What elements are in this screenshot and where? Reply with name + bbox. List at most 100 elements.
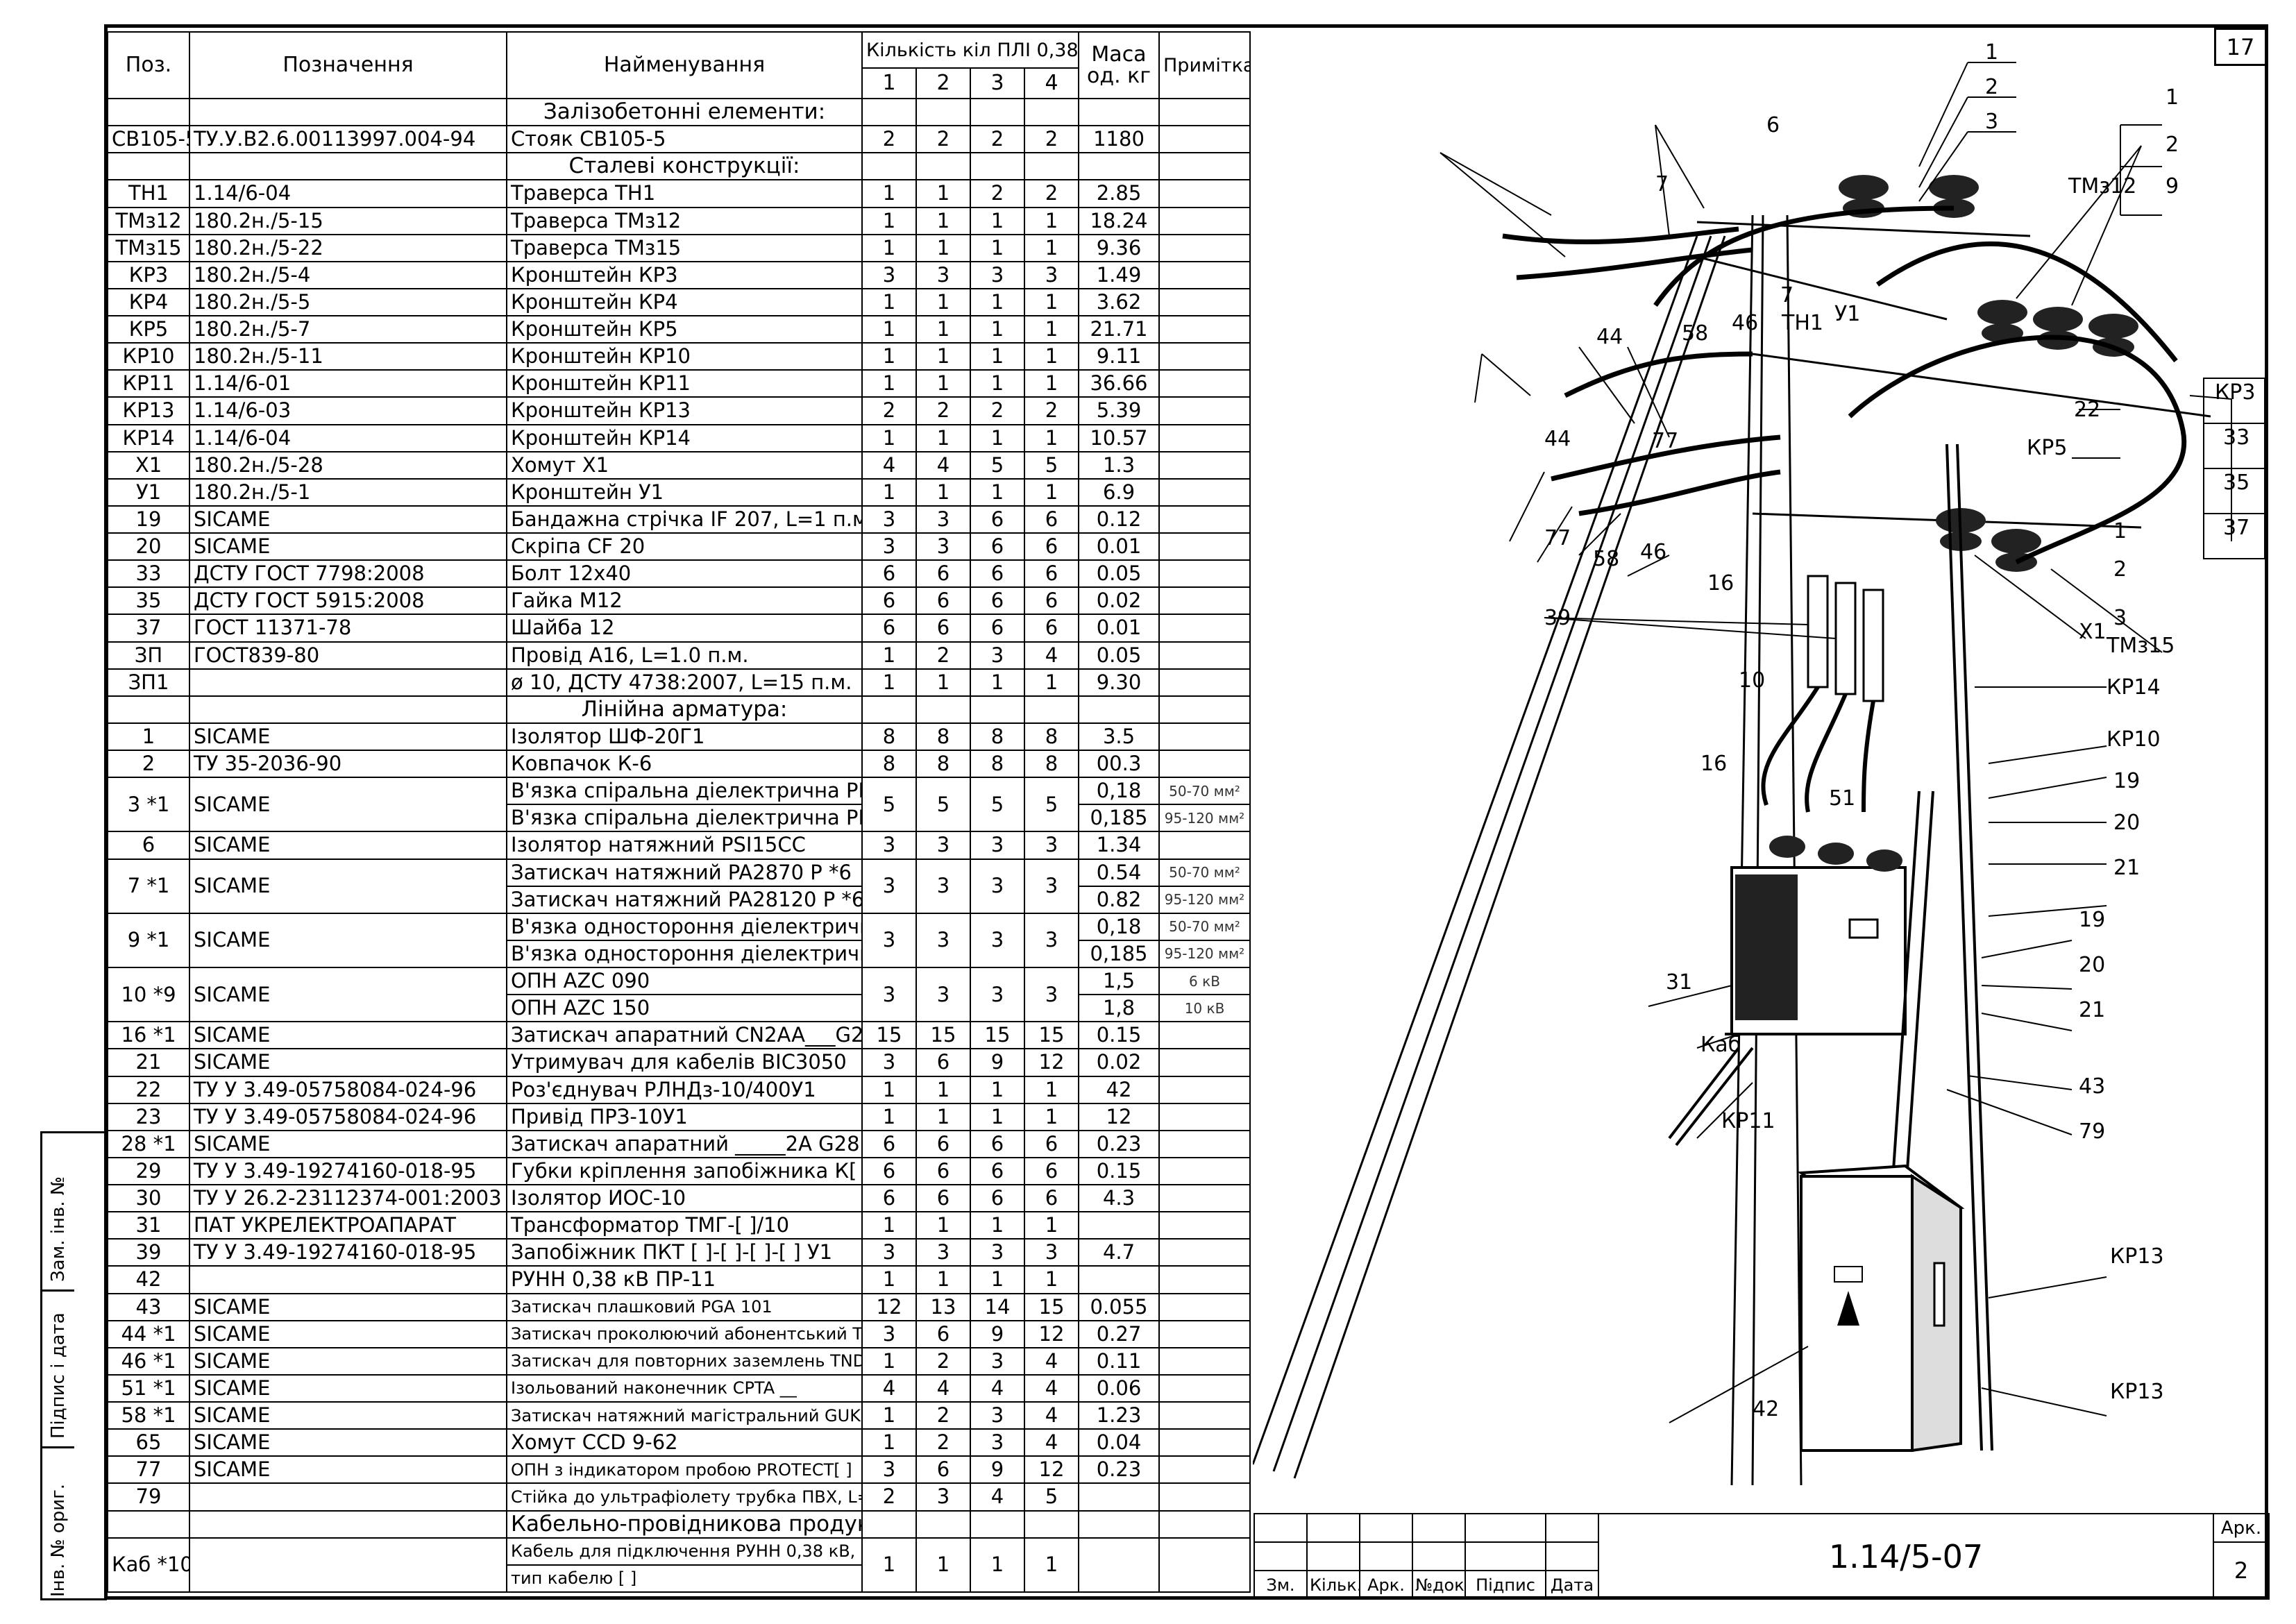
section-row: Кабельно-провідникова продукція:: [107, 1509, 1251, 1539]
item-qty: 1: [1024, 423, 1079, 452]
item-name: В'язка спіральна діелектрична PLDT3 R: [506, 804, 863, 833]
item-qty: 5: [1024, 1482, 1079, 1512]
section-empty-cell: [970, 97, 1025, 127]
item-note: [1158, 450, 1251, 480]
item-mass: 0.23: [1078, 1129, 1160, 1158]
item-qty: 2: [1024, 179, 1079, 208]
section-empty-cell: [1078, 695, 1160, 724]
section-empty-cell: [915, 1509, 971, 1539]
item-name: Скріпа CF 20: [506, 532, 863, 561]
table-row-cont: тип кабелю [ ]: [108, 1564, 1250, 1593]
item-pos: КР11: [107, 369, 190, 398]
drawing-label: 10: [1739, 668, 1765, 693]
drawing-label: 9: [2166, 174, 2179, 198]
item-qty: 1: [861, 1102, 917, 1131]
item-qty: 5: [915, 777, 971, 833]
item-qty: 3: [861, 1319, 917, 1348]
item-mass: [1078, 1211, 1160, 1240]
item-qty: 6: [970, 1129, 1025, 1158]
tb-ndok: №док.: [1412, 1570, 1466, 1600]
item-qty: 1: [1024, 314, 1079, 344]
item-name: В'язка спіральна діелектрична PLDT2 R: [506, 777, 863, 806]
item-qty: 6: [915, 586, 971, 616]
item-note: [1158, 369, 1251, 398]
item-name: Стояк СВ105-5: [506, 125, 863, 154]
item-pos: 16 *1: [107, 1021, 190, 1050]
item-qty: 1: [861, 342, 917, 371]
item-qty: 2: [970, 125, 1025, 154]
item-name: Затискач натяжний PA28120 P *6: [506, 885, 863, 914]
item-name: Траверса ТН1: [506, 179, 863, 208]
section-empty-cell: [1078, 1509, 1160, 1539]
item-qty: 3: [1024, 858, 1079, 914]
item-mass: 4.7: [1078, 1238, 1160, 1267]
section-empty-cell: [861, 97, 917, 127]
section-empty-cell: [1024, 695, 1079, 724]
col-c3: 3: [970, 67, 1025, 99]
item-qty: 6: [1024, 559, 1079, 589]
drawing-label: 37: [2223, 516, 2249, 540]
item-qty: 6: [915, 559, 971, 589]
item-name: Гайка М12: [506, 586, 863, 616]
drawing-label: 3: [1985, 110, 1998, 134]
item-mass: 0.05: [1078, 641, 1160, 670]
item-designation: ПАТ УКРЕЛЕКТРОАПАРАТ: [189, 1211, 507, 1240]
item-mass: 3.5: [1078, 722, 1160, 752]
item-pos: 30: [107, 1183, 190, 1213]
sheet-number: 17: [2214, 28, 2267, 66]
item-qty: 3: [915, 912, 971, 969]
item-qty: 3: [970, 912, 1025, 969]
item-mass: 1.34: [1078, 831, 1160, 860]
item-mass: 1.49: [1078, 260, 1160, 289]
item-qty: 6: [915, 1048, 971, 1077]
item-qty: 1: [861, 1075, 917, 1104]
item-qty: 2: [1024, 125, 1079, 154]
item-qty: 3: [861, 966, 917, 1023]
item-qty: 6: [861, 559, 917, 589]
section-empty-cell: [970, 1509, 1025, 1539]
item-qty: 3: [970, 641, 1025, 670]
item-qty: 4: [915, 450, 971, 480]
item-qty: 6: [970, 614, 1025, 643]
item-qty: 15: [915, 1021, 971, 1050]
item-pos: 51 *1: [107, 1373, 190, 1403]
item-qty: 8: [1024, 722, 1079, 752]
item-qty: 3: [861, 912, 917, 969]
fuses: [1807, 575, 1884, 702]
item-note: [1158, 505, 1251, 534]
item-qty: 5: [970, 777, 1025, 833]
col-note: Примітка: [1158, 31, 1251, 99]
item-note: 50-70 мм²: [1158, 912, 1251, 941]
item-mass: 0.06: [1078, 1373, 1160, 1403]
item-note: [1158, 1238, 1251, 1267]
item-mass: 9.30: [1078, 668, 1160, 697]
item-pos: 44 *1: [107, 1319, 190, 1348]
pole-drawing: 1 2 3 1 2 9 6 7 7 ТМз12 44 58 46 ТН1 У1 …: [1253, 40, 2265, 1486]
item-qty: 4: [970, 1373, 1025, 1403]
item-name: Затискач апаратний CN2AA___G28: [506, 1021, 863, 1050]
item-pos: 31: [107, 1211, 190, 1240]
item-designation: SICAME: [189, 1292, 507, 1321]
tb-zm: Зм.: [1253, 1570, 1308, 1600]
item-qty: 1: [970, 1265, 1025, 1294]
item-note: [1158, 586, 1251, 616]
section-empty-cell: [1158, 152, 1251, 181]
item-qty: 5: [970, 450, 1025, 480]
item-qty: 1: [915, 1102, 971, 1131]
item-note: [1158, 532, 1251, 561]
item-designation: 1.14/6-04: [189, 179, 507, 208]
item-qty: 1: [970, 1075, 1025, 1104]
item-name: Траверса ТМз15: [506, 233, 863, 262]
item-designation: [189, 1537, 507, 1593]
section-empty-cell: [861, 695, 917, 724]
